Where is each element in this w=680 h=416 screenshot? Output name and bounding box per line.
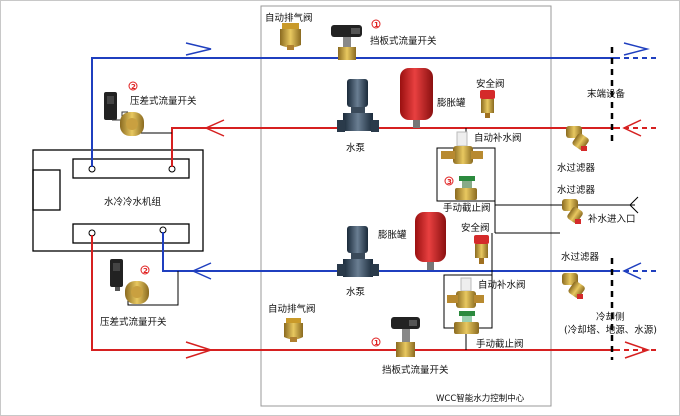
- filter-mid-icon: [562, 199, 583, 224]
- auto-fill-valve-bottom-label: 自动补水阀: [478, 279, 526, 291]
- auto-vent-valve-icon: [280, 23, 301, 50]
- marker-1-top: [371, 19, 381, 29]
- safety-valve-top-label: 安全阀: [476, 78, 505, 90]
- filter-top-icon: [566, 126, 589, 151]
- manual-stop-valve-top-label: 手动截止阀: [443, 202, 491, 214]
- filter-top-label: 水过滤器: [557, 162, 596, 174]
- paddle-flow-switch-icon: [331, 25, 362, 60]
- pump-bottom-label: 水泵: [346, 286, 366, 298]
- manual-stop-valve-bottom-icon: [454, 311, 479, 334]
- pump-top-icon: [337, 79, 379, 132]
- manual-stop-valve-top-icon: [455, 176, 477, 200]
- marker-2-bottom: [140, 265, 150, 275]
- marker-3-number: 3: [447, 178, 452, 186]
- marker-1-top-number: 1: [374, 21, 379, 29]
- return-line-top: [171, 127, 660, 167]
- marker-1-bottom: [371, 337, 381, 347]
- paddle-flow-switch-bottom-icon: [391, 317, 420, 357]
- return-arrows-bottom: [185, 341, 651, 359]
- auto-vent-top-label: 自动排气阀: [265, 12, 313, 24]
- pump-top-label: 水泵: [346, 142, 366, 154]
- diff-flow-switch-bottom-icon: [110, 259, 149, 304]
- marker-1-bottom-number: 1: [374, 339, 379, 347]
- expansion-tank-top-icon: [400, 68, 433, 128]
- auto-vent-bottom-label: 自动排气阀: [268, 303, 316, 315]
- terminal-equipment-label: 末端设备: [587, 88, 626, 100]
- supply-arrows-bottom: [191, 262, 642, 280]
- return-arrows-top: [204, 119, 642, 137]
- filter-bottom-icon: [562, 273, 585, 299]
- cooling-side-label: 冷却侧: [596, 311, 625, 323]
- chiller-unit: [32, 149, 204, 252]
- supply-line-top: [91, 57, 660, 167]
- auto-fill-valve-bottom-icon: [447, 277, 484, 308]
- filter-mid-label: 水过滤器: [557, 184, 596, 196]
- expansion-tank-top-label: 膨胀罐: [437, 97, 466, 109]
- safety-valve-bottom-icon: [474, 235, 489, 264]
- paddle-switch-bottom-label: 挡板式流量开关: [382, 364, 449, 376]
- makeup-inlet-label: 补水进入口: [588, 213, 636, 225]
- manual-stop-valve-bottom-label: 手动截止阀: [476, 338, 524, 350]
- auto-fill-valve-top-icon: [441, 131, 483, 164]
- control-center-box: [260, 5, 552, 407]
- diff-flow-switch-top-icon: [104, 92, 144, 136]
- return-line-bottom: [91, 235, 660, 351]
- safety-valve-bottom-label: 安全阀: [461, 222, 490, 234]
- marker-2-top: [128, 81, 138, 91]
- expansion-tank-bottom-label: 膨胀罐: [378, 229, 407, 241]
- auto-vent-valve-bottom-icon: [284, 318, 303, 342]
- marker-2-top-number: 2: [131, 83, 136, 91]
- safety-valve-top-icon: [480, 90, 495, 118]
- diff-switch-bottom-label: 压差式流量开关: [100, 316, 167, 328]
- paddle-switch-top-label: 挡板式流量开关: [370, 35, 437, 47]
- cooling-side-detail: (冷却塔、地源、水源): [564, 324, 657, 336]
- supply-line-bottom: [162, 232, 660, 272]
- diff-switch-top-label: 压差式流量开关: [130, 95, 197, 107]
- supply-arrows-top: [185, 42, 650, 56]
- expansion-tank-bottom-icon: [415, 212, 446, 270]
- control-center-label: WCC智能水力控制中心: [436, 393, 525, 404]
- auto-fill-valve-top-label: 自动补水阀: [474, 132, 522, 144]
- marker-3: [444, 176, 454, 186]
- chiller-label: 水冷冷水机组: [104, 196, 162, 208]
- pump-bottom-icon: [337, 226, 379, 277]
- marker-2-bottom-number: 2: [143, 267, 148, 275]
- filter-bottom-label: 水过滤器: [561, 251, 600, 263]
